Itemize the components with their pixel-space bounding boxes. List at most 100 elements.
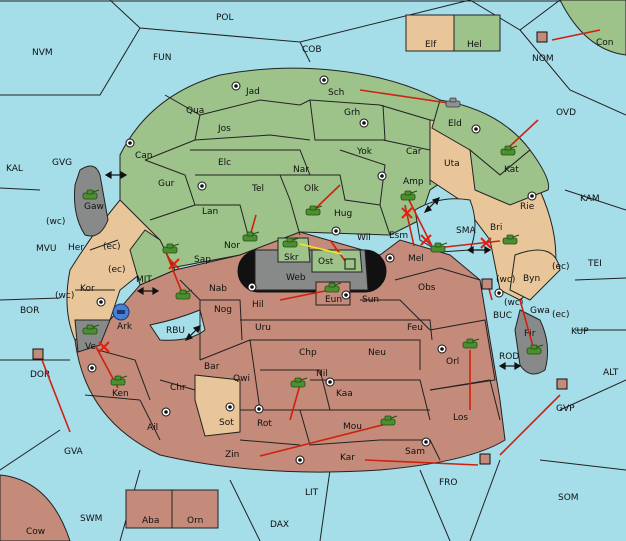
sea-labels: POL NVM FUN COB Con NOM OVD KAL GVG KAM …	[6, 13, 619, 537]
tank-icon	[162, 243, 180, 254]
failed-order-marks	[98, 207, 492, 353]
tank-icon	[500, 145, 518, 156]
label-olk: Olk	[304, 184, 320, 194]
order-arrow	[435, 240, 501, 249]
label-ve: Ve	[85, 342, 96, 352]
label-zin: Zin	[225, 450, 239, 460]
tank-icon	[430, 242, 448, 253]
supply-flag-icon	[479, 453, 491, 465]
supply-flag-icon	[481, 278, 493, 290]
tank-icon	[110, 375, 128, 386]
label-kal: KAL	[6, 164, 23, 174]
label-swm: SWM	[80, 514, 102, 524]
region-elf[interactable]	[405, 14, 455, 52]
label-nor: Nor	[224, 241, 240, 251]
order-arrow	[289, 384, 301, 421]
label-hel: Hel	[467, 40, 482, 50]
label-tei: TEI	[587, 259, 602, 269]
coast-tag-gwa-ec: (ec)	[552, 310, 570, 320]
label-con: Con	[596, 38, 614, 48]
label-web: Web	[286, 273, 306, 283]
label-qwi: Qwi	[233, 374, 250, 384]
label-kam: KAM	[580, 194, 600, 204]
tank-icon	[324, 282, 342, 293]
region-eun[interactable]	[315, 281, 351, 306]
label-skr: Skr	[284, 253, 299, 263]
supply-center	[295, 455, 305, 465]
order-arrow	[41, 359, 71, 433]
order-arrow	[279, 289, 331, 301]
label-hug: Hug	[334, 209, 352, 219]
label-gwa: Gwa	[530, 306, 550, 316]
label-can: Can	[135, 151, 153, 161]
label-chp: Chp	[299, 348, 317, 358]
label-byn: Byn	[523, 274, 540, 284]
label-nab: Nab	[209, 284, 227, 294]
supply-center	[471, 124, 481, 134]
region-sot[interactable]	[194, 374, 241, 437]
label-sap: Sap	[194, 255, 211, 265]
tank-icon	[175, 289, 193, 300]
label-mvu: MVU	[36, 244, 57, 254]
region-orn[interactable]	[171, 489, 219, 529]
region-gaw[interactable]	[74, 165, 109, 237]
order-arrow	[364, 459, 479, 466]
label-hil: Hil	[252, 300, 264, 310]
label-sch: Sch	[328, 88, 344, 98]
label-mel: Mel	[408, 254, 424, 264]
order-arrow	[551, 29, 601, 41]
supply-center	[341, 290, 351, 300]
supply-center	[325, 377, 335, 387]
label-mou: Mou	[343, 422, 362, 432]
label-gaw: Gaw	[84, 202, 104, 212]
coast-tags: (wc) (ec) (ec) (wc) (wc) (ec) (wc) (ec)	[46, 217, 570, 320]
order-arrows	[41, 29, 601, 466]
tank-icon	[290, 377, 308, 388]
label-elf: Elf	[425, 40, 437, 50]
tank-icon	[502, 234, 520, 245]
region-aba[interactable]	[125, 489, 173, 529]
supply-center	[331, 226, 341, 236]
region-byn[interactable]	[509, 249, 561, 301]
supply-center	[494, 288, 504, 298]
supply-center	[225, 402, 235, 412]
label-amp: Amp	[403, 177, 424, 187]
tank-icon-gray	[445, 97, 461, 108]
supply-center	[377, 171, 387, 181]
coast-tag-her-wc: (wc)	[46, 217, 65, 227]
label-pol: POL	[216, 13, 234, 23]
supply-center	[437, 344, 447, 354]
label-ail: Ail	[147, 423, 158, 433]
coast-tag-gwa-wc: (wc)	[504, 298, 523, 308]
supply-center	[231, 81, 241, 91]
label-dax: DAX	[270, 520, 289, 530]
order-arrow	[313, 184, 341, 211]
tank-icon	[82, 324, 100, 335]
label-ovd: OVD	[556, 108, 576, 118]
label-car: Car	[406, 147, 422, 157]
supply-center	[527, 191, 537, 201]
label-cob: COB	[302, 45, 322, 55]
supply-flag-icon	[344, 258, 356, 270]
label-fun: FUN	[153, 53, 172, 63]
supply-center	[385, 253, 395, 263]
coast-tag-byn-wc: (wc)	[496, 275, 515, 285]
label-her: Her	[68, 243, 84, 253]
tank-icon	[305, 205, 323, 216]
order-arrow	[507, 119, 539, 149]
label-ken: Ken	[112, 389, 129, 399]
label-eun: Eun	[325, 295, 342, 305]
sea-rbu[interactable]	[149, 309, 206, 341]
label-qua: Qua	[186, 106, 204, 116]
label-kat: Kat	[504, 165, 519, 175]
label-orl: Orl	[446, 357, 459, 367]
order-arrow	[359, 89, 449, 104]
tank-icon	[82, 189, 100, 200]
label-tel: Tel	[251, 184, 264, 194]
region-hel[interactable]	[453, 14, 501, 52]
coast-tag-her-ec: (ec)	[103, 242, 121, 252]
label-som: SOM	[558, 493, 579, 503]
order-arrow	[164, 249, 184, 296]
supply-center	[161, 407, 171, 417]
